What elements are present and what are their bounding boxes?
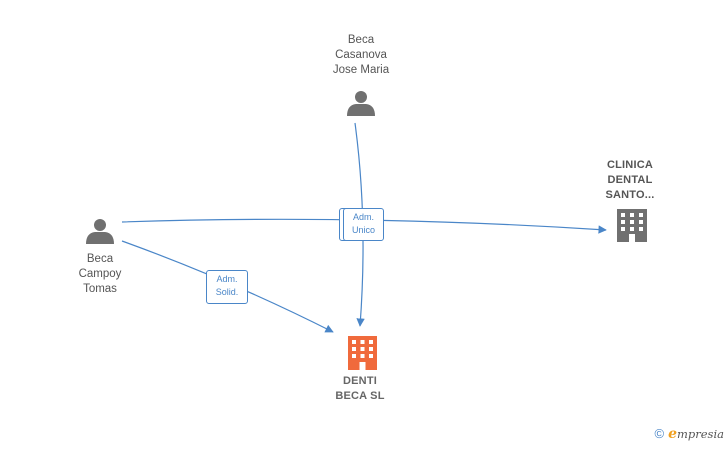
building-icon xyxy=(617,209,647,242)
empresia-logo-e: e xyxy=(668,426,677,442)
node-label-line: Campoy xyxy=(78,268,122,280)
node-label-line: DENTI xyxy=(343,375,377,387)
node-label-clinica: CLINICA DENTAL SANTO... xyxy=(587,158,673,203)
edge-label-line: Adm. xyxy=(216,274,238,284)
node-label-line: BECA SL xyxy=(335,390,385,402)
node-label-line: DENTAL xyxy=(607,174,653,186)
copyright-icon: © xyxy=(654,426,665,441)
edge-label-adm-unico: Adm. Unico xyxy=(343,208,384,241)
node-label-line: Beca xyxy=(347,34,375,46)
node-label-denti: DENTI BECA SL xyxy=(315,374,405,404)
edge-label-line: Unico xyxy=(351,225,375,235)
edge-label-line: Adm. xyxy=(352,212,374,222)
edge-label-line: Solid. xyxy=(215,287,239,297)
person-icon xyxy=(347,91,375,116)
empresia-logo-text: mpresia xyxy=(676,427,724,441)
empresia-watermark: ©empresia xyxy=(654,426,724,442)
node-label-line: Beca xyxy=(86,253,114,265)
node-label-line: Jose Maria xyxy=(332,64,390,76)
person-icon xyxy=(86,219,114,244)
node-label-line: SANTO... xyxy=(605,189,655,201)
node-label-campoy: Beca Campoy Tomas xyxy=(60,252,140,297)
node-label-line: Tomas xyxy=(83,283,117,295)
building-icon xyxy=(348,336,377,370)
node-label-casanova: Beca Casanova Jose Maria xyxy=(311,33,411,78)
edge-label-adm-solid: Adm. Solid. xyxy=(206,270,248,304)
node-label-line: Casanova xyxy=(335,49,387,61)
node-label-line: CLINICA xyxy=(606,159,653,171)
